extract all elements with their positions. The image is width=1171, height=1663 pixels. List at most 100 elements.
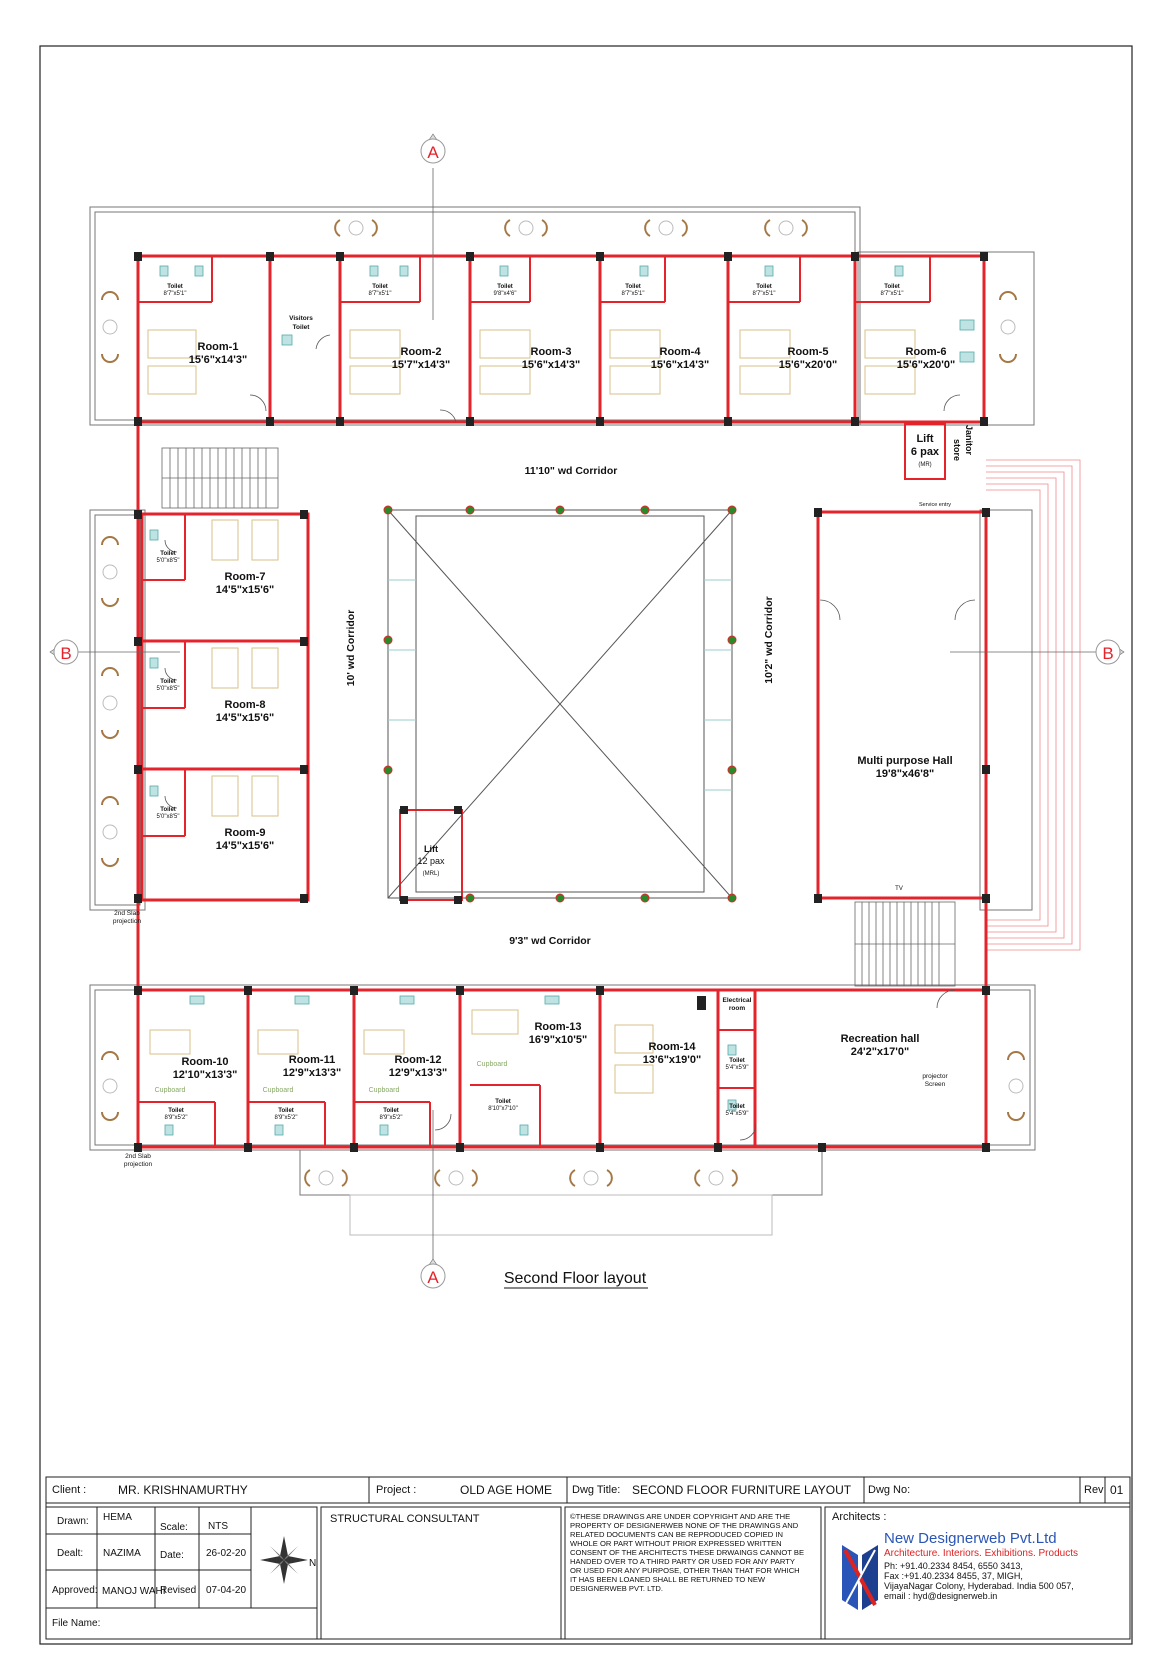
hall-size: 24'2"x17'0" [851,1046,910,1058]
section-marker-label: A [427,1268,439,1287]
firm-logo-icon [842,1545,878,1610]
lift-type: (MRL) [423,871,440,877]
lift-capacity: 12 pax [417,856,445,866]
room-size: 15'6"x14'3" [189,354,248,366]
room-name: Room-12 [394,1054,441,1066]
section-marker-b-right: B [1095,639,1125,665]
ramp [986,459,1081,951]
room-name: Room-7 [225,571,266,583]
toilet-label: Toilet [495,1099,511,1105]
furniture-beds [147,329,916,1094]
columns [134,252,990,1152]
room-size: 14'5"x15'6" [216,712,275,724]
cupboard-label: Cupboard [477,1061,508,1068]
toilet-size: 8'7"x5'1" [753,291,776,297]
room-name: Room-1 [198,341,239,353]
doors [164,334,976,1141]
walls [136,254,988,1149]
room-name: Room-9 [225,827,266,839]
void-columns [383,505,737,903]
room-size: 15'7"x14'3" [392,359,451,371]
toilet-label: Toilet [160,551,176,557]
toilet-label: Toilet [278,1108,294,1114]
room-size: 15'6"x20'0" [897,359,956,371]
room-name: Room-10 [181,1056,228,1068]
dwg-title-label: Dwg Title: [572,1484,621,1496]
room-name: Room-14 [648,1041,696,1053]
lift-capacity: 6 pax [911,446,940,458]
title-block-grid [45,1476,1131,1640]
toilet-size: 8'7"x5'1" [369,291,392,297]
section-marker-a-bottom: A [420,1258,446,1289]
planters [101,219,1025,1187]
copyright-note: ©THESE DRAWINGS ARE UNDER COPYRIGHT AND … [570,1512,805,1593]
hall-size: 19'8"x46'8" [876,768,935,780]
central-void [387,509,733,899]
room-name: Room-3 [531,346,572,358]
room-size: 16'9"x10'5" [529,1034,588,1046]
room-size: 15'6"x14'3" [651,359,710,371]
revised-label: Revised [160,1585,197,1596]
toilet-size: 5'4"x5'9" [726,1111,749,1117]
toilet-label: Toilet [756,284,772,290]
revised-value: 07-04-20 [206,1585,247,1596]
toilet-size: 5'0"x8'5" [157,814,180,820]
room-size: 14'5"x15'6" [216,584,275,596]
furniture-small [149,265,975,1136]
corridor-label: 11'10" wd Corridor [525,465,618,477]
slab-label: 2nd Slab [125,1153,151,1160]
lift-name: Lift [424,844,438,854]
cupboard-label: Cupboard [369,1087,400,1094]
room-name: Room-2 [401,346,442,358]
room-size: 12'9"x13'3" [389,1067,448,1079]
corridor-label: 10'2" wd Corridor [763,596,775,683]
room-name: Room-6 [906,346,947,358]
toilet-size: 8'7"x5'1" [164,291,187,297]
scale-value: NTS [208,1521,228,1532]
date-value: 26-02-20 [206,1548,247,1559]
hall-name: Multi purpose Hall [857,755,952,767]
projector-label: projector [922,1073,948,1080]
toilet-size: 8'7"x5'1" [622,291,645,297]
janitor-label: Janitor [964,425,974,456]
toilet-label: Toilet [625,284,641,290]
toilet-size: 9'8"x4'6" [494,291,517,297]
corridor-label: 10' wd Corridor [345,610,357,687]
dwg-no-label: Dwg No: [868,1484,911,1496]
firm-email: email : hyd@designerweb.in [884,1591,998,1601]
room-size: 12'10"x13'3" [173,1069,238,1081]
drawn-value: HEMA [103,1512,132,1523]
file-name-label: File Name: [52,1618,101,1629]
cupboard-label: Cupboard [263,1087,294,1094]
corridor-labels: 11'10" wd Corridor 10' wd Corridor 10'2"… [345,465,775,947]
firm-fax: Fax :+91.40.2334 8455, 37, MIGH, [884,1571,1023,1581]
section-marker-a-top: A [420,133,446,164]
service-entry-label: Service entry [919,502,951,508]
room-size: 13'6"x19'0" [643,1054,702,1066]
toilet-size: 5'0"x8'5" [157,686,180,692]
room-size: 15'6"x20'0" [779,359,838,371]
room-name: Room-13 [534,1021,581,1033]
hall-name: Recreation hall [841,1033,920,1045]
visitors-toilet-label: Visitors [289,315,313,322]
section-lines [78,168,1100,1265]
dealt-label: Dealt: [57,1548,84,1559]
drawn-label: Drawn: [57,1516,89,1527]
firm-tagline: Architecture. Interiors. Exhibitions. Pr… [884,1548,1078,1559]
toilet-label: Toilet [884,284,900,290]
firm-phone: Ph: +91.40.2334 8454, 6550 3413, [884,1561,1023,1571]
electrical-label: Electrical [723,997,752,1004]
north-arrow-icon: N [260,1536,316,1584]
slab-label: projection [124,1161,153,1168]
firm-name: New Designerweb Pvt.Ltd [884,1530,1057,1547]
toilet-size: 8'9"x5'2" [165,1115,188,1121]
firm-address: VijayaNagar Colony, Hyderabad. India 500… [884,1581,1074,1591]
toilet-size: 8'7"x5'1" [881,291,904,297]
projector-label: Screen [925,1081,946,1088]
room-size: 14'5"x15'6" [216,840,275,852]
stair-bottom [854,901,956,987]
room-name: Room-8 [225,699,266,711]
approved-value: MANOJ WAHI [102,1586,166,1597]
